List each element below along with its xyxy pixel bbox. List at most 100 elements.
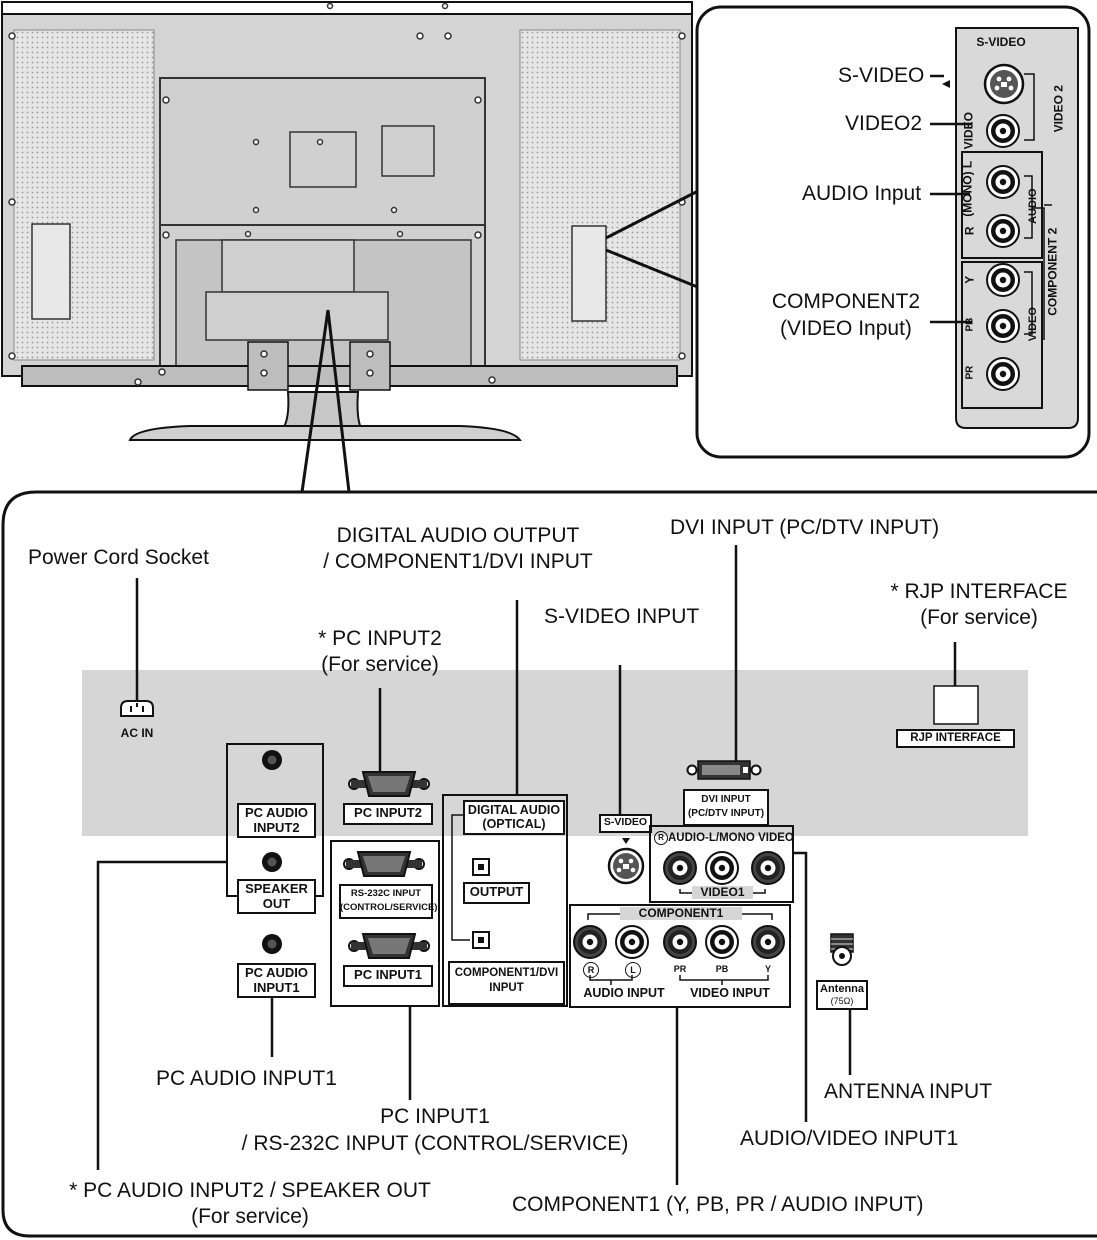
- speaker-out-label-l2: OUT: [262, 895, 291, 911]
- output-label: OUTPUT: [469, 884, 524, 899]
- callout-pc-input1-line2: / RS-232C INPUT (CONTROL/SERVICE): [241, 1131, 629, 1155]
- side-y-label: Y: [962, 275, 977, 284]
- pc-audio-input2-label-l1: PC AUDIO: [244, 805, 309, 820]
- audio-l-mono-label: AUDIO-L/MONO: [668, 832, 755, 845]
- speaker-out-label-l1: SPEAKER: [245, 881, 308, 896]
- callout-pc-input2: * PC INPUT2 (For service): [290, 626, 470, 679]
- rs232-label: RS-232C INPUT (CONTROL/SERVICE): [340, 887, 438, 915]
- comp-dvi-label-l1: COMPONENT1/DVI: [454, 967, 559, 979]
- side-pb-label: PB: [964, 317, 976, 332]
- side-video-small-label: VIDEO: [1026, 307, 1039, 342]
- callout-pc-input2-line2: (For service): [321, 653, 439, 677]
- dvi-port[interactable]: [686, 760, 762, 780]
- svideo-jack[interactable]: [607, 847, 645, 885]
- callout-component2-line1: COMPONENT2: [771, 290, 921, 313]
- callout-pc-audio2-line2: (For service): [191, 1205, 309, 1229]
- side-pr-label: PR: [964, 365, 976, 380]
- comp-y-label: Y: [764, 964, 771, 974]
- ac-in-socket[interactable]: [120, 700, 154, 717]
- bottom-frame: [1, 490, 1097, 1238]
- speaker-out-label: SPEAKER OUT: [238, 881, 315, 911]
- antenna-label: Antenna (75Ω): [817, 983, 867, 1006]
- comp-pb-label: PB: [715, 964, 729, 974]
- side-y-jack[interactable]: [986, 263, 1020, 297]
- side-component2-label: COMPONENT 2: [1045, 227, 1060, 316]
- component1-audio-l-jack[interactable]: [615, 925, 649, 959]
- optical-input-port[interactable]: [472, 931, 490, 949]
- comp-dvi-label: COMPONENT1/DVI INPUT: [449, 966, 564, 996]
- rs232-port[interactable]: [343, 851, 425, 877]
- pc-audio-input1-label-l1: PC AUDIO: [244, 965, 309, 980]
- callout-dvi-input: DVI INPUT (PC/DTV INPUT): [670, 516, 940, 539]
- antenna-label-l2: (75Ω): [830, 995, 854, 1006]
- callout-component2: COMPONENT2 (VIDEO Input): [762, 288, 930, 343]
- pc-input1-port[interactable]: [348, 933, 430, 959]
- callout-rjp-line2: (For service): [920, 606, 1038, 630]
- callout-rjp: * RJP INTERFACE (For service): [873, 579, 1085, 632]
- side-video-jack[interactable]: [986, 114, 1020, 148]
- callout-rjp-line1: * RJP INTERFACE: [890, 580, 1068, 603]
- pc-input1-label: PC INPUT1: [354, 967, 422, 982]
- callout-pc-input1: PC INPUT1 / RS-232C INPUT (CONTROL/SERVI…: [225, 1104, 645, 1158]
- video1-audio-r-jack[interactable]: [663, 851, 697, 885]
- side-r-label: R: [962, 226, 977, 236]
- comp-video-input-label: VIDEO INPUT: [690, 986, 770, 1000]
- dvi-label: DVI INPUT (PC/DTV INPUT): [684, 793, 768, 820]
- callout-pc-audio2-line1: * PC AUDIO INPUT2 / SPEAKER OUT: [69, 1179, 431, 1202]
- rjp-port[interactable]: [933, 685, 979, 725]
- callout-svideo: S-VIDEO: [838, 64, 925, 87]
- component1-y-jack[interactable]: [751, 925, 785, 959]
- speaker-out-jack[interactable]: [262, 852, 282, 872]
- optical-output-port[interactable]: [472, 858, 490, 876]
- antenna-jack[interactable]: [830, 933, 854, 966]
- side-pr-jack[interactable]: [986, 357, 1020, 391]
- side-audio-r-jack[interactable]: [986, 214, 1020, 248]
- dvi-label-l2: (PC/DTV INPUT): [687, 807, 765, 819]
- pc-audio-input1-jack[interactable]: [262, 934, 282, 954]
- digital-audio-label-l2: (OPTICAL): [482, 817, 546, 831]
- callout-antenna-input: ANTENNA INPUT: [824, 1080, 993, 1103]
- pc-audio-input2-jack[interactable]: [262, 750, 282, 770]
- side-audio-l-jack[interactable]: [986, 165, 1020, 199]
- bottom-leaders: [96, 545, 957, 1185]
- r-mark: R: [654, 831, 668, 845]
- side-leaders: [930, 74, 972, 324]
- callout-audio-input: AUDIO Input: [802, 182, 922, 205]
- side-svideo-label: S-VIDEO: [976, 35, 1026, 49]
- component1-pr-jack[interactable]: [663, 925, 697, 959]
- antenna-label-l1: Antenna: [820, 983, 864, 995]
- pc-input2-label: PC INPUT2: [354, 805, 422, 820]
- video1-audio-l-jack[interactable]: [705, 851, 739, 885]
- svideo-label: S-VIDEO: [603, 816, 648, 828]
- component1-audio-r-jack[interactable]: [573, 925, 607, 959]
- pc-audio-input2-label: PC AUDIO INPUT2: [238, 805, 315, 835]
- side-pointer: [605, 188, 701, 290]
- rjp-interface-label: RJP INTERFACE: [910, 732, 1001, 744]
- video1-label: VIDEO1: [692, 885, 753, 900]
- callout-pc-audio2: * PC AUDIO INPUT2 / SPEAKER OUT (For ser…: [30, 1178, 470, 1231]
- pc-audio-input2-label-l2: INPUT2: [253, 819, 300, 835]
- side-audio-label: AUDIO: [1026, 188, 1039, 224]
- callout-component2-line2: (VIDEO Input): [780, 317, 912, 341]
- rs232-label-l1: RS-232C INPUT: [350, 888, 422, 899]
- ac-in-label: AC IN: [120, 726, 154, 740]
- side-svideo-jack[interactable]: [983, 63, 1025, 105]
- component1-pb-jack[interactable]: [705, 925, 739, 959]
- callout-digital-audio-line1: DIGITAL AUDIO OUTPUT: [336, 524, 580, 547]
- tv-rear-body: [1, 1, 693, 441]
- rs232-label-l2: (CONTROL/SERVICE): [340, 901, 438, 913]
- side-pb-jack[interactable]: [986, 309, 1020, 343]
- callout-power-cord: Power Cord Socket: [28, 546, 209, 569]
- side-input-panel: [942, 27, 1079, 429]
- comp-dvi-label-l2: INPUT: [489, 981, 524, 994]
- side-mono-l-label: (MONO) L: [960, 160, 975, 217]
- video1-video-jack[interactable]: [751, 851, 785, 885]
- callout-digital-audio-line2: / COMPONENT1/DVI INPUT: [323, 550, 593, 574]
- comp-audio-input-label: AUDIO INPUT: [583, 986, 665, 1000]
- callout-component1: COMPONENT1 (Y, PB, PR / AUDIO INPUT): [512, 1193, 924, 1216]
- side-video2-label: VIDEO 2: [1051, 85, 1066, 133]
- callout-pc-audio-input1: PC AUDIO INPUT1: [156, 1067, 337, 1090]
- callout-pc-input1-line1: PC INPUT1: [380, 1105, 490, 1128]
